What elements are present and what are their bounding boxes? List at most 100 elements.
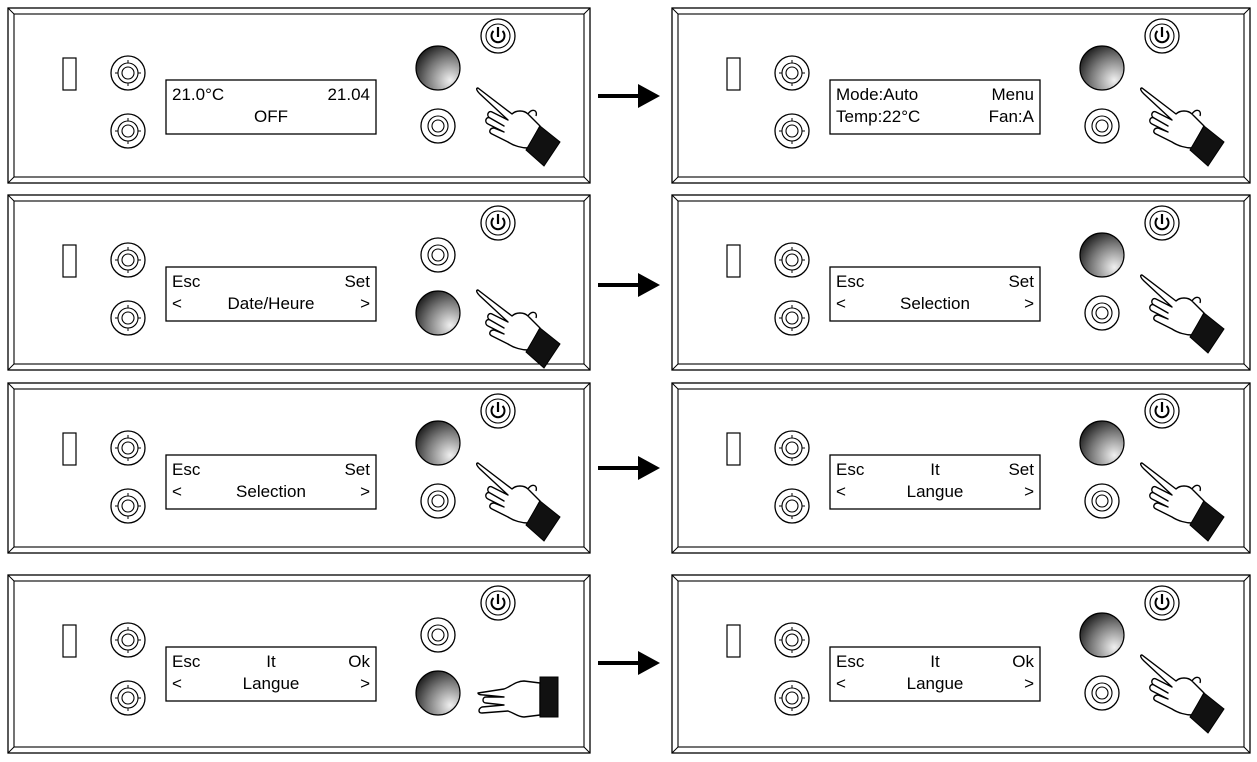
lcd-display: Esc It Ok < Langue >: [165, 646, 377, 702]
lcd-text-left: Temp:22°C: [836, 107, 920, 126]
lcd-text-right: Set: [1008, 460, 1034, 479]
lcd-text-right: >: [360, 674, 370, 693]
pointing-hand-icon: [476, 289, 561, 369]
lcd-text-left: Esc: [836, 272, 865, 291]
button-upper[interactable]: [420, 237, 456, 273]
button-lower[interactable]: [1084, 483, 1120, 519]
led-indicator-icon: [62, 624, 77, 658]
pressed-button-upper[interactable]: [1079, 612, 1125, 658]
lcd-text-left: Esc: [172, 272, 201, 291]
button-lower[interactable]: [420, 108, 456, 144]
lcd-text-left: Esc: [172, 652, 201, 671]
pressed-button-upper[interactable]: [415, 45, 461, 91]
left-knob-lower[interactable]: [774, 113, 810, 149]
button-upper[interactable]: [420, 617, 456, 653]
lcd-text-right: >: [1024, 674, 1034, 693]
lcd-text-left: 21.0°C: [172, 85, 224, 104]
pressed-button-lower[interactable]: [415, 290, 461, 336]
lcd-text-center: Langue: [907, 482, 964, 501]
led-indicator-icon: [726, 432, 741, 466]
lcd-text-center: It: [930, 652, 940, 671]
pointing-hand-icon: [1140, 87, 1225, 167]
left-knob-lower[interactable]: [110, 300, 146, 336]
left-knob-upper[interactable]: [110, 430, 146, 466]
pointing-hand-icon: [476, 87, 561, 167]
lcd-text-right: Ok: [348, 652, 370, 671]
lcd-text-right: >: [360, 482, 370, 501]
device-panel: Esc It Set < Langue >: [671, 382, 1251, 554]
lcd-text-right: Ok: [1012, 652, 1034, 671]
button-lower[interactable]: [1084, 675, 1120, 711]
device-panel: Esc It Ok < Langue >: [7, 574, 591, 754]
button-lower[interactable]: [1084, 108, 1120, 144]
left-knob-upper[interactable]: [110, 55, 146, 91]
led-indicator-icon: [62, 57, 77, 91]
pressed-button-upper[interactable]: [1079, 232, 1125, 278]
power-icon[interactable]: [480, 585, 516, 621]
lcd-text-center: It: [930, 460, 940, 479]
left-knob-upper[interactable]: [110, 242, 146, 278]
lcd-text-left: Esc: [836, 652, 865, 671]
power-icon[interactable]: [480, 205, 516, 241]
lcd-text-center: Langue: [243, 674, 300, 693]
pointing-hand-icon: [1140, 654, 1225, 734]
lcd-text-left: Esc: [172, 460, 201, 479]
lcd-text-right: >: [1024, 294, 1034, 313]
lcd-display: Esc It Set < Langue >: [829, 454, 1041, 510]
lcd-text-left: <: [836, 674, 846, 693]
left-knob-lower[interactable]: [110, 488, 146, 524]
right-arrow-icon: [598, 273, 660, 297]
lcd-text-center: Date/Heure: [228, 294, 315, 313]
lcd-text-center: Selection: [236, 482, 306, 501]
pointing-hand-icon: [1140, 274, 1225, 354]
left-knob-lower[interactable]: [110, 680, 146, 716]
left-knob-lower[interactable]: [110, 113, 146, 149]
lcd-text-right: >: [1024, 482, 1034, 501]
pressed-button-upper[interactable]: [1079, 420, 1125, 466]
power-icon[interactable]: [480, 393, 516, 429]
button-lower[interactable]: [1084, 295, 1120, 331]
lcd-text-center: OFF: [254, 107, 288, 126]
left-knob-upper[interactable]: [774, 622, 810, 658]
power-icon[interactable]: [1144, 18, 1180, 54]
left-knob-upper[interactable]: [774, 430, 810, 466]
pressed-button-upper[interactable]: [415, 420, 461, 466]
power-icon[interactable]: [480, 18, 516, 54]
led-indicator-icon: [62, 432, 77, 466]
right-arrow-icon: [598, 84, 660, 108]
pressed-button-upper[interactable]: [1079, 45, 1125, 91]
lcd-text-right: >: [360, 294, 370, 313]
left-knob-lower[interactable]: [774, 488, 810, 524]
button-lower[interactable]: [420, 483, 456, 519]
right-arrow-icon: [598, 456, 660, 480]
left-knob-lower[interactable]: [774, 300, 810, 336]
lcd-text-left: <: [836, 482, 846, 501]
left-knob-upper[interactable]: [774, 242, 810, 278]
led-indicator-icon: [726, 624, 741, 658]
left-knob-upper[interactable]: [774, 55, 810, 91]
lcd-text-left: <: [172, 674, 182, 693]
lcd-text-left: Esc: [836, 460, 865, 479]
lcd-text-center: It: [266, 652, 276, 671]
power-icon[interactable]: [1144, 205, 1180, 241]
led-indicator-icon: [726, 57, 741, 91]
left-knob-lower[interactable]: [774, 680, 810, 716]
pointing-hand-icon: [1140, 462, 1225, 542]
power-icon[interactable]: [1144, 393, 1180, 429]
left-knob-upper[interactable]: [110, 622, 146, 658]
pressed-button-lower[interactable]: [415, 670, 461, 716]
lcd-text-left: <: [172, 482, 182, 501]
lcd-text-left: Mode:Auto: [836, 85, 918, 104]
power-icon[interactable]: [1144, 585, 1180, 621]
